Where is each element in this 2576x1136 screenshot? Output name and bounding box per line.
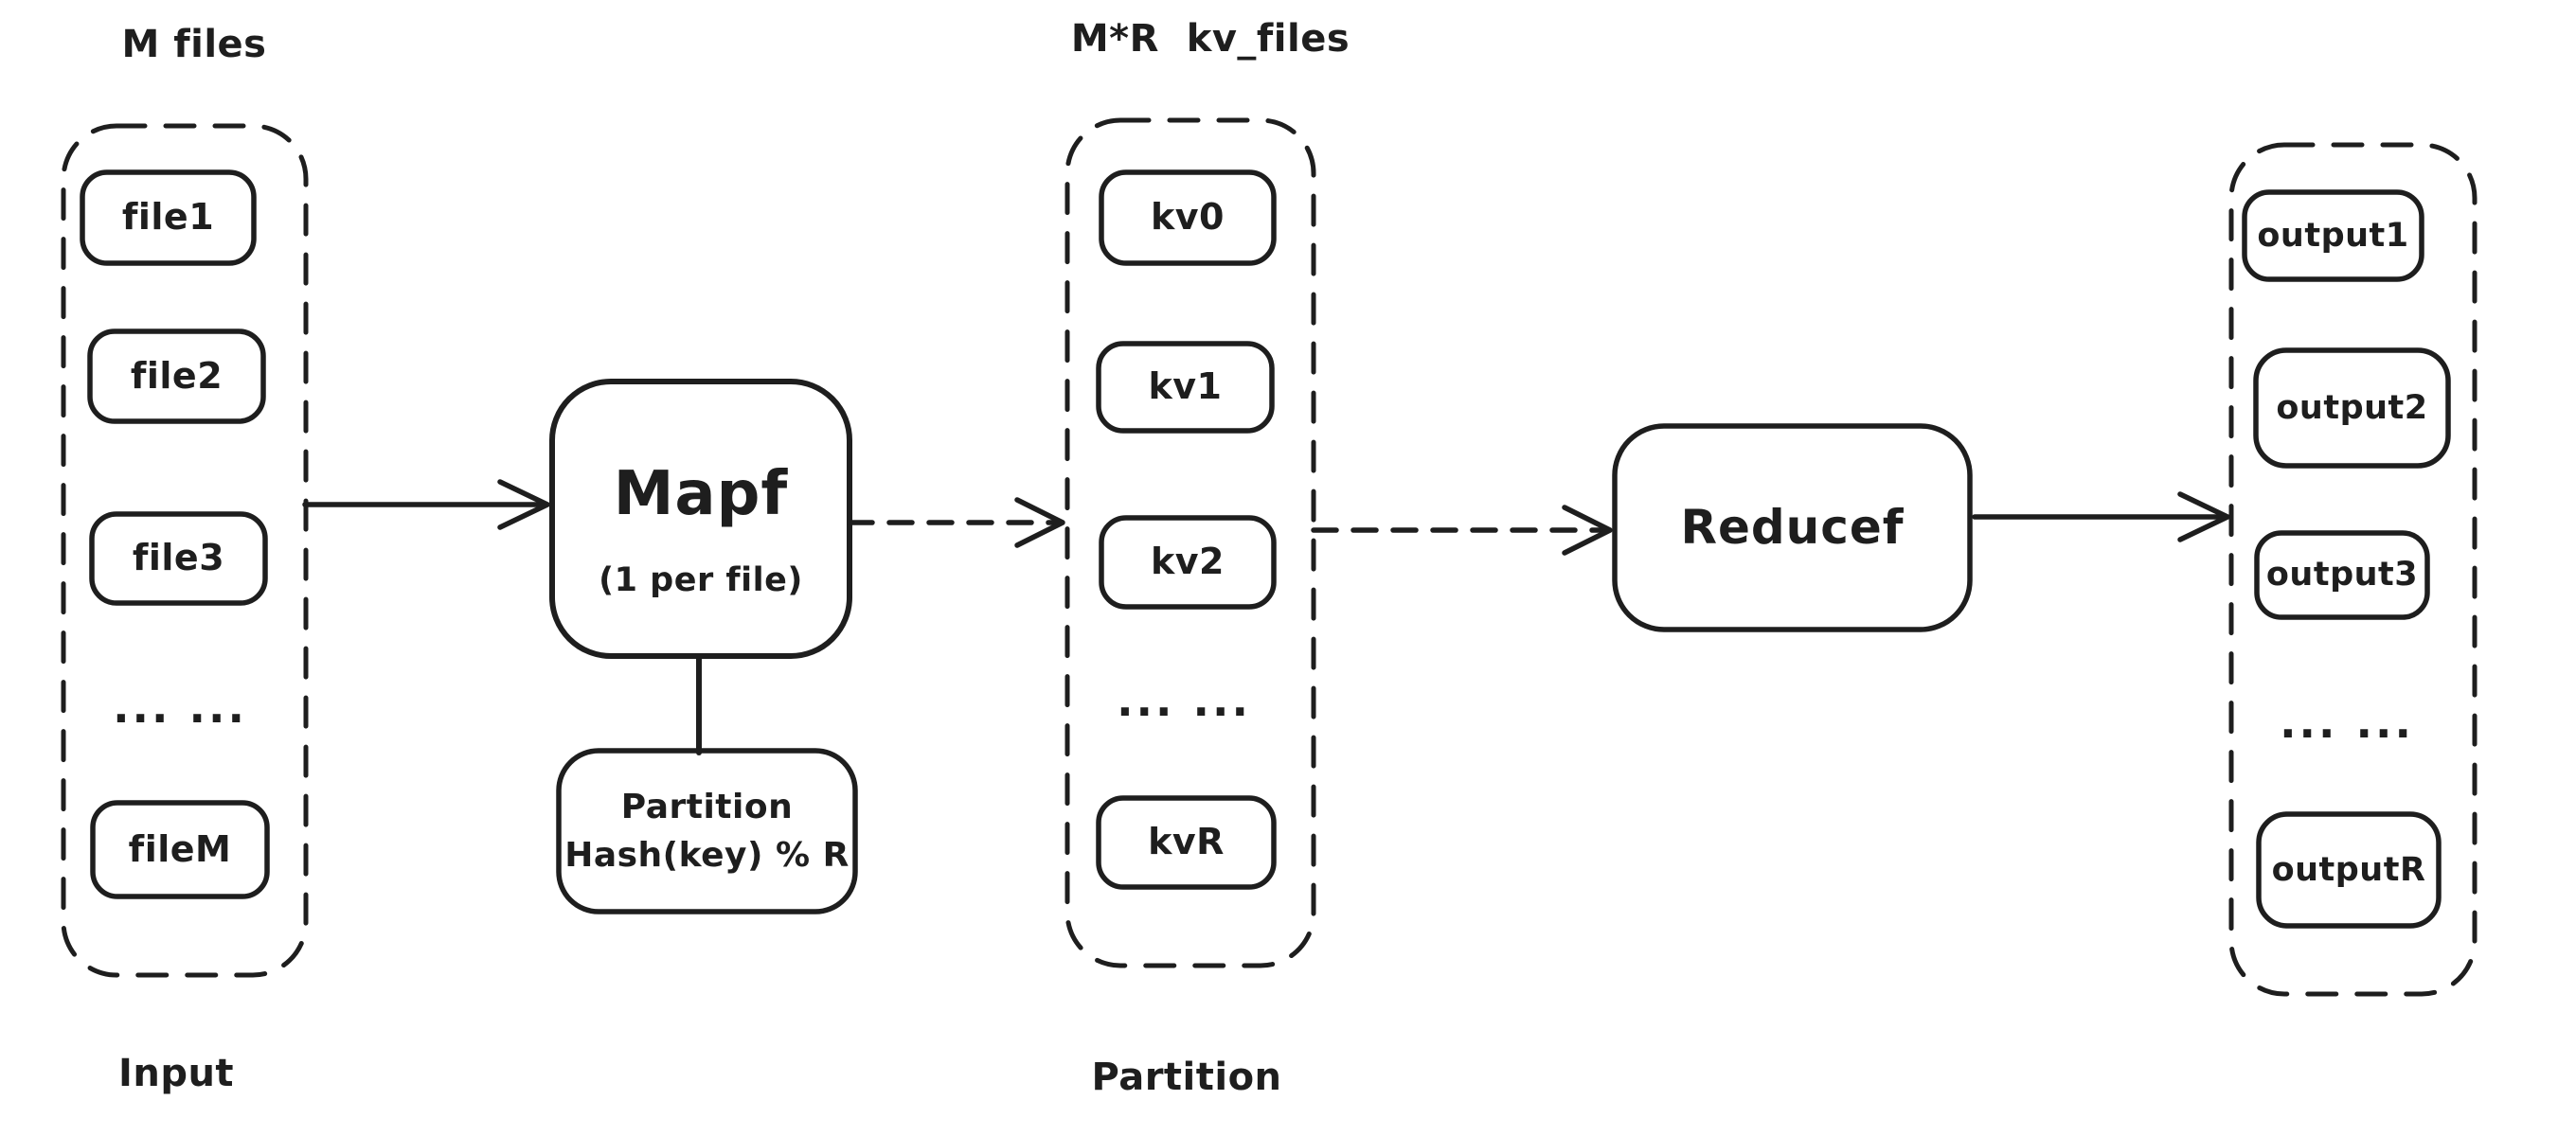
outputR-label: outputR xyxy=(2271,850,2426,889)
output2-label: output2 xyxy=(2276,388,2428,427)
file2-label: file2 xyxy=(130,354,224,397)
kv2-box xyxy=(1099,515,1277,610)
reducef-node-border xyxy=(1612,423,1973,632)
partition-node-text: Partition Hash(key) % R xyxy=(559,751,855,912)
input-group-top-label: M files xyxy=(121,23,267,66)
output3-box xyxy=(2254,530,2430,620)
file1-label: file1 xyxy=(121,196,215,239)
output3-label: output3 xyxy=(2265,556,2419,595)
mapf-node-title: Mapf xyxy=(613,459,789,530)
output1-label: output1 xyxy=(2257,216,2409,255)
output-group-border xyxy=(2228,142,2478,997)
kv-group-ellipsis: ... ... xyxy=(1117,674,1251,726)
fileM-label: fileM xyxy=(128,827,232,870)
input-group-bottom-label: Input xyxy=(117,1052,235,1095)
kv1-label: kv1 xyxy=(1148,365,1223,408)
partition-node-line1: Partition xyxy=(620,787,794,826)
partition-node-line2: Hash(key) % R xyxy=(564,836,850,875)
arrow-files-to-mapf-head xyxy=(497,479,550,530)
fileM-box xyxy=(90,800,270,899)
input-group-border xyxy=(61,123,309,978)
input-group-ellipsis: ... ... xyxy=(113,681,247,733)
arrow-mapf-to-kv-head xyxy=(1014,497,1065,548)
output1-box xyxy=(2242,189,2424,282)
file2-box xyxy=(87,328,266,424)
file3-box xyxy=(89,511,268,606)
mapf-node-subtitle: (1 per file) xyxy=(599,560,803,599)
partition-node-border xyxy=(556,748,858,914)
output-group-ellipsis: ... ... xyxy=(2280,696,2414,748)
kv-group-top-label: M*R kv_files xyxy=(1070,17,1351,61)
kv0-box xyxy=(1099,169,1277,266)
output2-box xyxy=(2253,347,2451,469)
outputR-box xyxy=(2256,811,2442,929)
kv1-box xyxy=(1096,341,1275,434)
kv-group-border xyxy=(1064,117,1316,968)
arrow-reducef-to-outputs-head xyxy=(2177,491,2230,542)
arrow-kv-to-reducef-head xyxy=(1562,505,1613,556)
kv2-label: kv2 xyxy=(1151,541,1225,583)
reducef-node-title: Reducef xyxy=(1680,499,1905,555)
kv0-label: kv0 xyxy=(1151,196,1225,239)
file3-label: file3 xyxy=(132,537,225,579)
file1-box xyxy=(80,169,257,266)
kvR-box xyxy=(1096,795,1277,890)
kvR-label: kvR xyxy=(1148,821,1225,863)
kv-group-bottom-label: Partition xyxy=(1091,1056,1282,1099)
